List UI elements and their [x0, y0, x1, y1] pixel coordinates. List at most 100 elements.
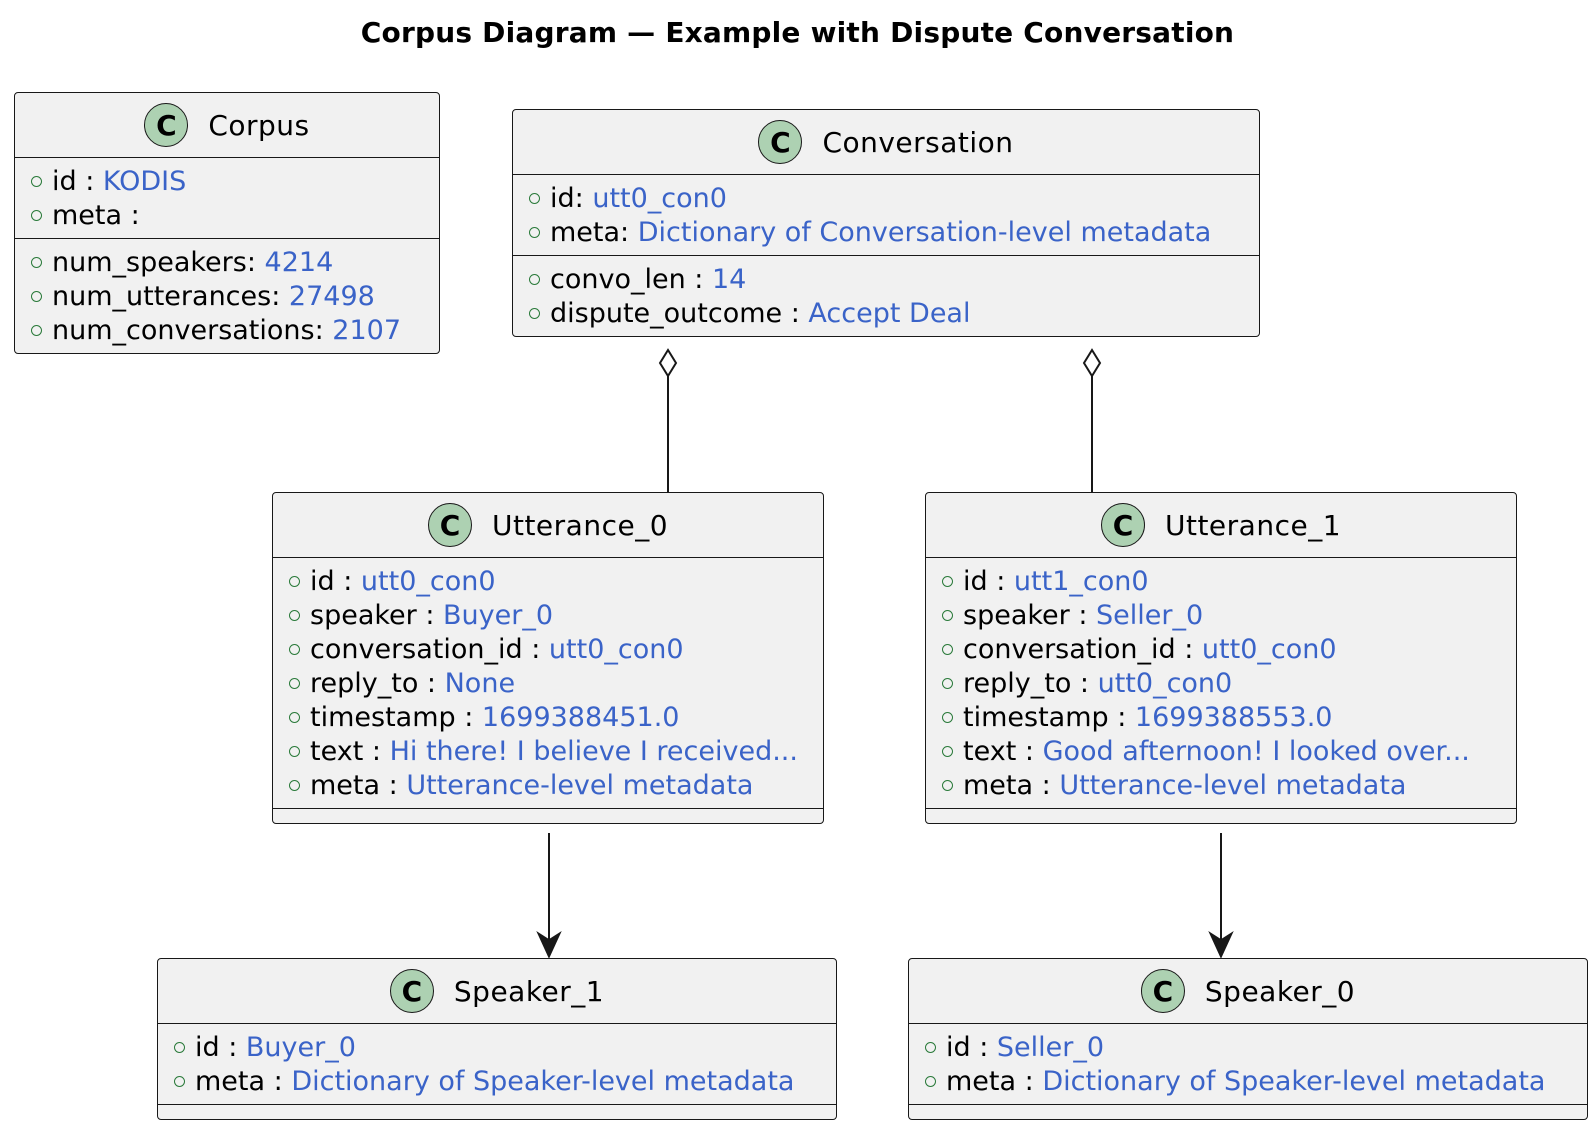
field-row: timestamp : 1699388451.0 — [273, 700, 823, 734]
method-key: dispute_outcome — [550, 297, 783, 329]
method-key: num_speakers — [52, 246, 247, 278]
field-value: Dictionary of Speaker-level metadata — [291, 1065, 795, 1097]
method-value: 4214 — [264, 246, 334, 278]
class-c-icon: C — [144, 103, 189, 147]
field-value: Good afternoon! I looked over... — [1042, 735, 1470, 767]
field-value: Seller_0 — [1096, 599, 1204, 631]
field-key: conversation_id — [310, 633, 523, 665]
field-row: id : utt0_con0 — [273, 564, 823, 598]
field-sep: : — [1069, 599, 1097, 631]
public-visibility-icon — [942, 745, 953, 757]
field-key: id — [946, 1031, 971, 1063]
field-sep: : — [1175, 633, 1202, 665]
method-key: num_utterances — [52, 280, 272, 312]
field-key: speaker — [963, 599, 1070, 631]
field-row: reply_to : None — [273, 666, 823, 700]
field-sep: : — [122, 199, 140, 231]
field-row: id : KODIS — [15, 164, 439, 198]
field-row: reply_to : utt0_con0 — [926, 666, 1516, 700]
field-value: Hi there! I believe I received... — [389, 735, 798, 767]
field-sep: : — [970, 1031, 997, 1063]
method-value: 14 — [711, 263, 747, 295]
method-row: dispute_outcome : Accept Deal — [513, 296, 1259, 330]
field-key: meta — [946, 1065, 1017, 1097]
field-row: id: utt0_con0 — [513, 181, 1259, 215]
class-name: Speaker_1 — [453, 974, 605, 1008]
public-visibility-icon — [942, 677, 953, 689]
arrowhead-speaker-1 — [536, 931, 562, 959]
field-value: utt0_con0 — [1201, 633, 1337, 665]
method-row: num_utterances: 27498 — [15, 279, 439, 313]
class-header: C Utterance_0 — [273, 493, 823, 558]
field-sep: : — [76, 165, 103, 197]
public-visibility-icon — [925, 1041, 936, 1053]
public-visibility-icon — [31, 209, 42, 221]
method-section: convo_len : 14 dispute_outcome : Accept … — [513, 255, 1259, 336]
method-sep: : — [271, 280, 289, 312]
field-row: meta: Dictionary of Conversation-level m… — [513, 215, 1259, 249]
field-sep: : — [522, 633, 549, 665]
field-sep: : — [1016, 1065, 1043, 1097]
method-section-empty — [273, 808, 823, 823]
field-sep: : — [363, 735, 390, 767]
field-row: id : Buyer_0 — [158, 1030, 836, 1064]
field-row: text : Good afternoon! I looked over... — [926, 734, 1516, 768]
field-section: id: utt0_con0 meta: Dictionary of Conver… — [513, 175, 1259, 255]
field-value: utt0_con0 — [360, 565, 496, 597]
field-row: meta : Utterance-level metadata — [273, 768, 823, 802]
field-sep: : — [334, 565, 361, 597]
field-key: meta — [550, 216, 621, 248]
class-header: C Speaker_0 — [909, 959, 1587, 1024]
public-visibility-icon — [942, 609, 953, 621]
method-section-empty — [926, 808, 1516, 823]
field-value: Buyer_0 — [443, 599, 554, 631]
public-visibility-icon — [529, 192, 540, 204]
field-row: speaker : Buyer_0 — [273, 598, 823, 632]
field-section: id : KODIS meta : — [15, 158, 439, 238]
field-key: id — [195, 1031, 220, 1063]
field-row: conversation_id : utt0_con0 — [926, 632, 1516, 666]
field-row: text : Hi there! I believe I received... — [273, 734, 823, 768]
method-sep: : — [685, 263, 712, 295]
field-value: Dictionary of Speaker-level metadata — [1042, 1065, 1546, 1097]
class-c-icon: C — [389, 969, 434, 1013]
field-sep: : — [455, 701, 482, 733]
field-sep: : — [1016, 735, 1043, 767]
aggregation-diamond-utterance-0 — [658, 348, 678, 378]
field-row: meta : Dictionary of Speaker-level metad… — [909, 1064, 1587, 1098]
public-visibility-icon — [942, 711, 953, 723]
field-value: Dictionary of Conversation-level metadat… — [637, 216, 1212, 248]
field-row: meta : Utterance-level metadata — [926, 768, 1516, 802]
field-sep: : — [620, 216, 638, 248]
public-visibility-icon — [925, 1075, 936, 1087]
method-value: 2107 — [332, 314, 401, 346]
field-row: meta : Dictionary of Speaker-level metad… — [158, 1064, 836, 1098]
field-section: id : utt0_con0 speaker : Buyer_0 convers… — [273, 558, 823, 808]
method-sep: : — [246, 246, 265, 278]
field-key: text — [963, 735, 1017, 767]
method-sep: : — [782, 297, 809, 329]
field-value: Utterance-level metadata — [406, 769, 754, 801]
public-visibility-icon — [942, 575, 953, 587]
field-sep: : — [1071, 667, 1098, 699]
field-value: KODIS — [102, 165, 187, 197]
field-key: id — [963, 565, 988, 597]
public-visibility-icon — [289, 575, 300, 587]
public-visibility-icon — [289, 745, 300, 757]
field-key: speaker — [310, 599, 417, 631]
field-section: id : Seller_0 meta : Dictionary of Speak… — [909, 1024, 1587, 1104]
class-corpus: C Corpus id : KODIS meta : num_speakers:… — [14, 92, 440, 354]
field-key: timestamp — [310, 701, 456, 733]
arrowhead-speaker-0 — [1208, 931, 1234, 959]
method-row: num_conversations: 2107 — [15, 313, 439, 347]
field-sep: : — [418, 667, 445, 699]
method-sep: : — [314, 314, 333, 346]
field-row: speaker : Seller_0 — [926, 598, 1516, 632]
field-sep: : — [416, 599, 444, 631]
field-value: Utterance-level metadata — [1059, 769, 1407, 801]
method-row: num_speakers: 4214 — [15, 245, 439, 279]
field-key: id — [310, 565, 335, 597]
field-section: id : utt1_con0 speaker : Seller_0 conver… — [926, 558, 1516, 808]
class-name: Speaker_0 — [1204, 974, 1356, 1008]
